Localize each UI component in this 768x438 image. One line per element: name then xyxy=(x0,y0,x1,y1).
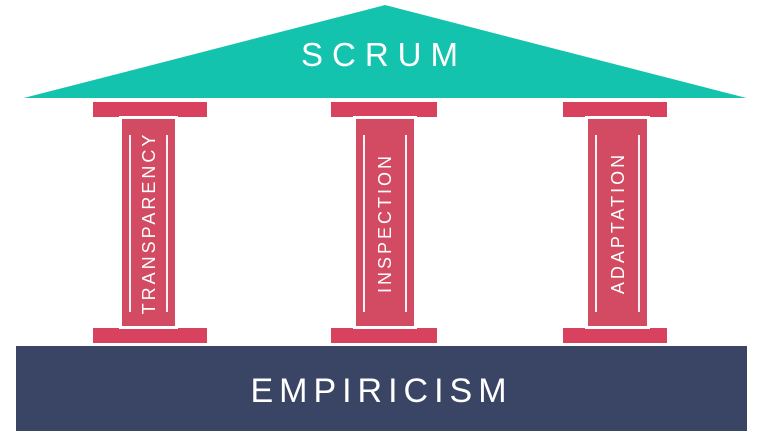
pillar-flute-line xyxy=(405,135,407,312)
pillar-flute-line xyxy=(595,135,597,312)
pillar-flute-line xyxy=(363,135,365,312)
pillar-label: ADAPTATION xyxy=(607,151,628,294)
pillar-flute-line xyxy=(638,135,640,312)
pillar-label: TRANSPARENCY xyxy=(138,131,159,314)
pillar-transparency: TRANSPARENCY xyxy=(90,99,210,346)
pillar-label: INSPECTION xyxy=(375,152,395,293)
pillar-shaft: INSPECTION xyxy=(353,116,417,329)
roof-label: SCRUM xyxy=(301,36,467,73)
pillar-shaft: TRANSPARENCY xyxy=(119,116,178,329)
pillar-shaft: ADAPTATION xyxy=(585,116,650,329)
pillar-adaptation: ADAPTATION xyxy=(560,99,670,346)
base-empiricism: EMPIRICISM xyxy=(13,343,750,434)
pillar-flute-line xyxy=(129,135,131,312)
pillar-inspection: INSPECTION xyxy=(328,99,440,346)
pillar-flute-line xyxy=(166,135,168,312)
base-label: EMPIRICISM xyxy=(250,371,513,410)
